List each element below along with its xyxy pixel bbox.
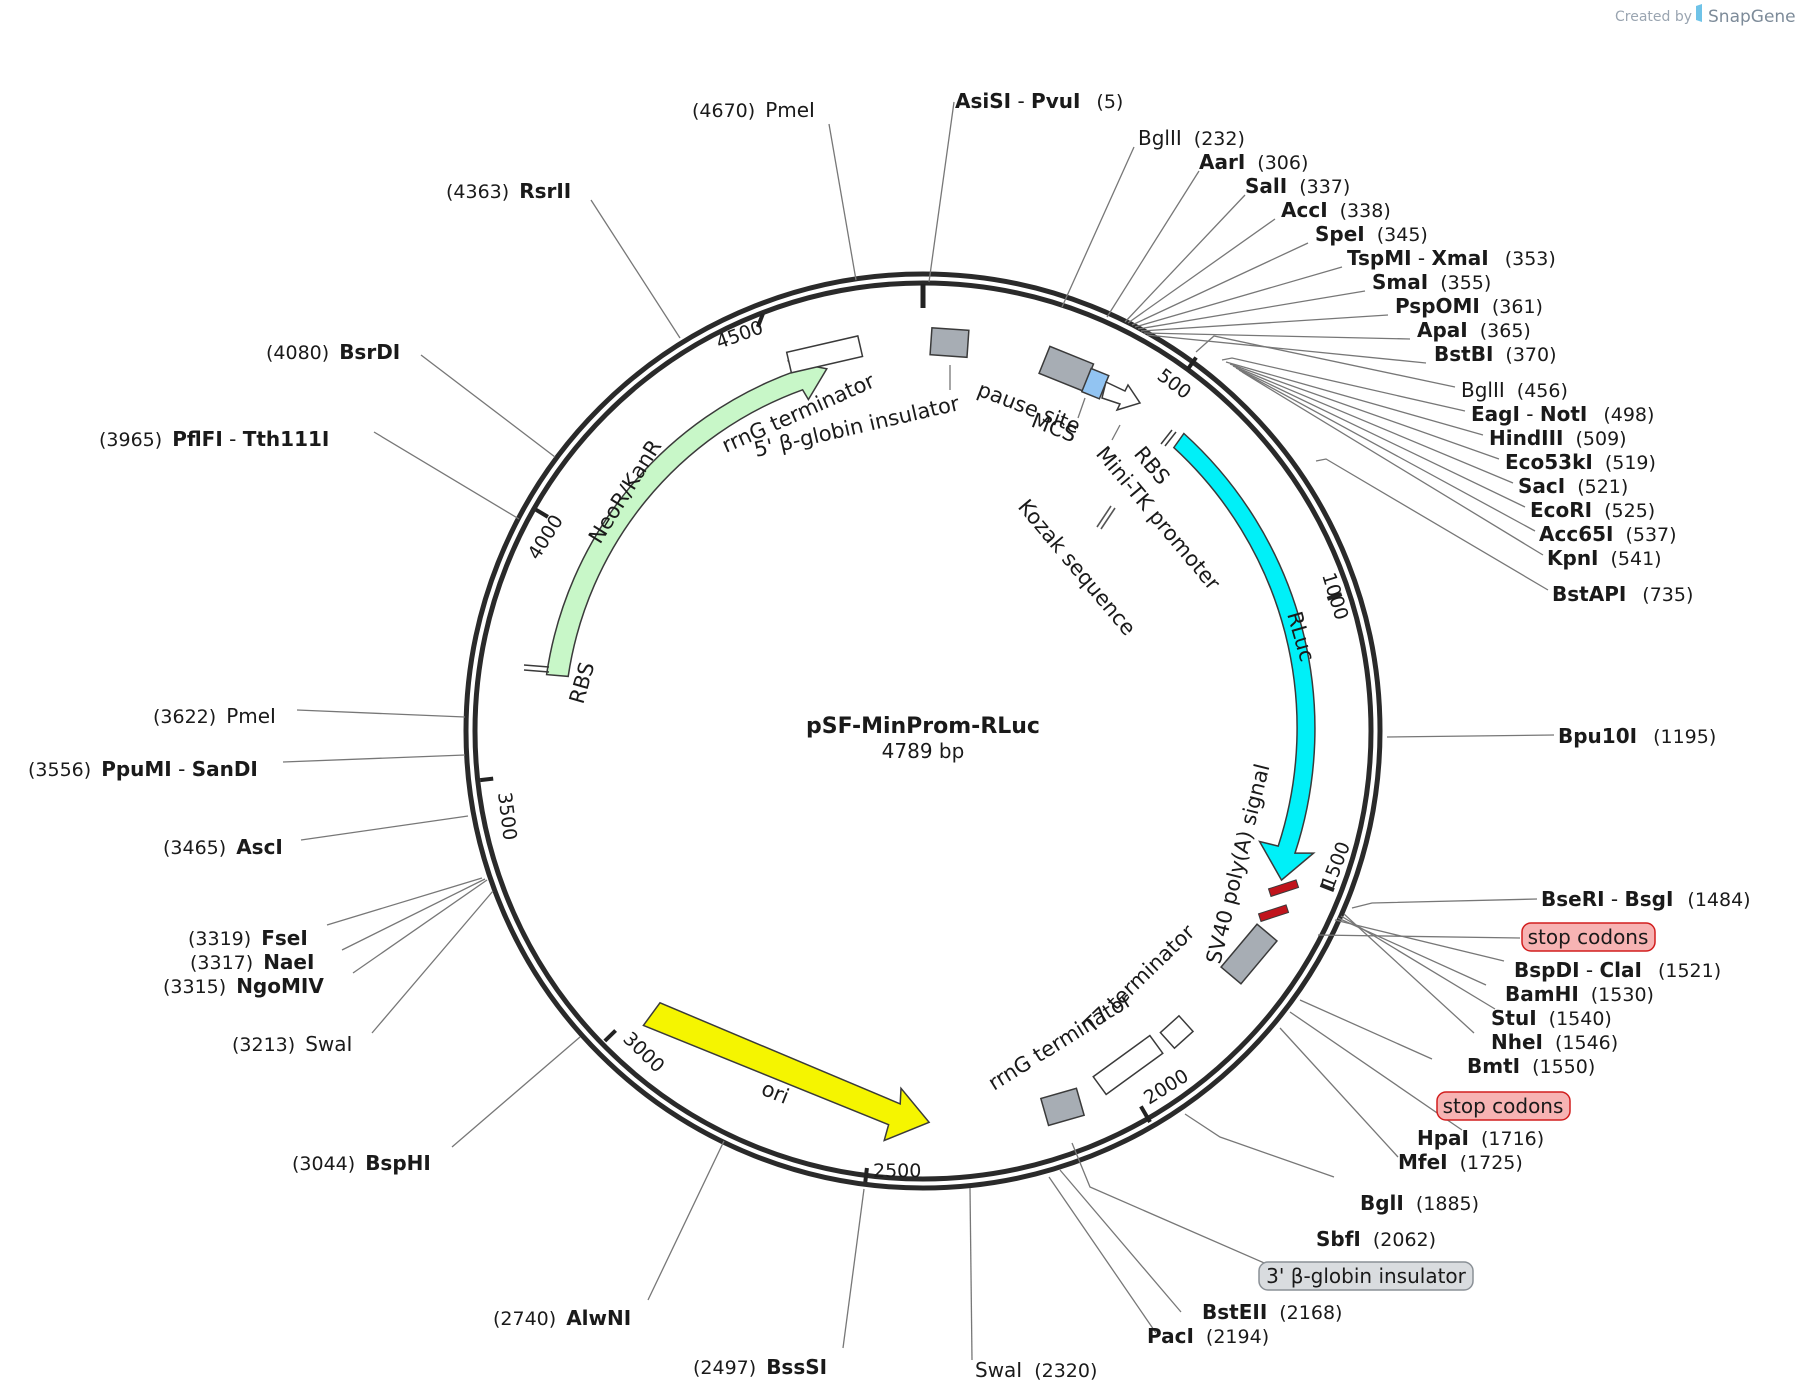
site-nhei: NheI(1546) bbox=[1491, 1030, 1618, 1054]
site-bamhi: BamHI(1530) bbox=[1505, 982, 1654, 1006]
kozak-marker bbox=[1096, 505, 1116, 530]
globin-insulator-3-feature bbox=[1039, 1087, 1086, 1127]
created-by-text: Created by bbox=[1615, 9, 1692, 25]
site-mfei: MfeI(1725) bbox=[1398, 1150, 1523, 1174]
restriction-site-labels: AsiSI - PvuI(5) BglII(232) AarI(306) Sal… bbox=[28, 89, 1751, 1382]
site-bglii-456: BglII(456) bbox=[1461, 378, 1568, 402]
site-pflfi-tth111i: (3965)PflFI - Tth111I bbox=[99, 427, 329, 451]
site-ngomiv: (3315)NgoMIV bbox=[163, 974, 324, 998]
site-acc65i: Acc65I(537) bbox=[1539, 522, 1677, 546]
site-sali: SalI(337) bbox=[1245, 174, 1350, 198]
globin-insulator-3-badge: 3' β-globin insulator bbox=[1258, 1261, 1474, 1291]
kozak-sequence-label: Kozak sequence bbox=[1013, 495, 1140, 640]
tick-label-2500: 2500 bbox=[873, 1160, 921, 1182]
site-hpai: HpaI(1716) bbox=[1417, 1126, 1544, 1150]
tick-label-3500: 3500 bbox=[493, 791, 521, 842]
rrng-terminator-bottom-feature bbox=[1092, 1034, 1164, 1096]
plasmid-size: 4789 bp bbox=[882, 739, 965, 763]
site-aari: AarI(306) bbox=[1199, 150, 1308, 174]
site-kpni: KpnI(541) bbox=[1547, 546, 1662, 570]
site-pmei-3622: (3622)PmeI bbox=[153, 704, 276, 728]
globin-insulator-5-feature bbox=[929, 326, 970, 359]
site-hindiii: HindIII(509) bbox=[1489, 426, 1627, 450]
svg-text:stop codons: stop codons bbox=[1528, 925, 1649, 949]
origin-of-replication-feature bbox=[642, 1001, 931, 1142]
site-bsteii: BstEII(2168) bbox=[1202, 1300, 1342, 1324]
site-bgli: BglI(1885) bbox=[1360, 1191, 1479, 1215]
tick-marks bbox=[479, 313, 1343, 1183]
snapgene-brand: SnapGene bbox=[1708, 7, 1796, 27]
backbone-circle bbox=[463, 271, 1383, 1191]
site-alwni: (2740)AlwNI bbox=[493, 1306, 631, 1330]
svg-text:3' β-globin insulator: 3' β-globin insulator bbox=[1266, 1264, 1467, 1288]
pause-site-feature bbox=[1038, 345, 1142, 412]
site-pmei-4670: (4670)PmeI bbox=[692, 98, 815, 122]
site-swai-3213: (3213)SwaI bbox=[232, 1032, 352, 1056]
tick-label-3000: 3000 bbox=[619, 1028, 669, 1077]
site-stui: StuI(1540) bbox=[1491, 1006, 1612, 1030]
site-paci: PacI(2194) bbox=[1147, 1324, 1269, 1348]
site-saci: SacI(521) bbox=[1518, 474, 1628, 498]
site-rsrii: (4363)RsrII bbox=[446, 179, 571, 203]
site-sbfi: SbfI(2062) bbox=[1316, 1227, 1436, 1251]
site-spei: SpeI(345) bbox=[1315, 222, 1428, 246]
site-bsrdi: (4080)BsrDI bbox=[266, 340, 400, 364]
rrng-terminator-top-feature bbox=[785, 335, 864, 374]
site-asci: (3465)AscI bbox=[163, 835, 283, 859]
neomycin-resistance-feature bbox=[545, 360, 828, 678]
site-tspmi-xmai: TspMI - XmaI(353) bbox=[1347, 246, 1556, 270]
neo-hatch bbox=[523, 664, 550, 673]
site-apai: ApaI(365) bbox=[1417, 318, 1531, 342]
stop-codons-badge-1: stop codons bbox=[1521, 922, 1656, 952]
site-bglii-232: BglII(232) bbox=[1138, 126, 1245, 150]
site-bstapi: BstAPI(735) bbox=[1552, 582, 1693, 606]
sv40-poly-a-feature bbox=[1219, 923, 1279, 985]
site-swai-2320: SwaI(2320) bbox=[975, 1358, 1097, 1382]
rluc-feature bbox=[1172, 432, 1316, 882]
site-bstbi: BstBI(370) bbox=[1434, 342, 1557, 366]
site-pspomi: PspOMI(361) bbox=[1395, 294, 1543, 318]
stop-codons-badge-2: stop codons bbox=[1436, 1091, 1571, 1121]
site-leader-lines bbox=[282, 101, 1555, 1361]
site-ppumi-sandi: (3556)PpuMI - SanDI bbox=[28, 757, 258, 781]
site-bseri-bsgi: BseRI - BsgI(1484) bbox=[1541, 887, 1751, 911]
t7-terminator-feature bbox=[1159, 1014, 1195, 1050]
svg-text:stop codons: stop codons bbox=[1443, 1094, 1564, 1118]
site-acci: AccI(338) bbox=[1281, 198, 1391, 222]
feature-label-leaders bbox=[949, 365, 1121, 441]
site-ecori: EcoRI(525) bbox=[1530, 498, 1655, 522]
site-bspdi-clai: BspDI - ClaI(1521) bbox=[1514, 958, 1721, 982]
site-bsssi: (2497)BssSI bbox=[693, 1355, 827, 1379]
site-bsphi: (3044)BspHI bbox=[292, 1151, 431, 1175]
site-bpu10i: Bpu10I(1195) bbox=[1558, 724, 1716, 748]
site-smai: SmaI(355) bbox=[1372, 270, 1491, 294]
site-bmti: BmtI(1550) bbox=[1467, 1054, 1595, 1078]
site-asisi-pvui: AsiSI - PvuI(5) bbox=[955, 89, 1123, 113]
site-eco53ki: Eco53kI(519) bbox=[1505, 450, 1656, 474]
tick-label-1000: 1000 bbox=[1317, 570, 1352, 623]
site-naei: (3317)NaeI bbox=[190, 950, 314, 974]
snapgene-logo-icon bbox=[1696, 4, 1702, 22]
site-eagi-noti: EagI - NotI(498) bbox=[1471, 402, 1654, 426]
stop-codon-markers bbox=[1257, 879, 1300, 923]
rluc-hatch bbox=[1160, 429, 1177, 447]
site-fsei: (3319)FseI bbox=[188, 926, 308, 950]
plasmid-name: pSF-MinProm-RLuc bbox=[806, 714, 1040, 739]
